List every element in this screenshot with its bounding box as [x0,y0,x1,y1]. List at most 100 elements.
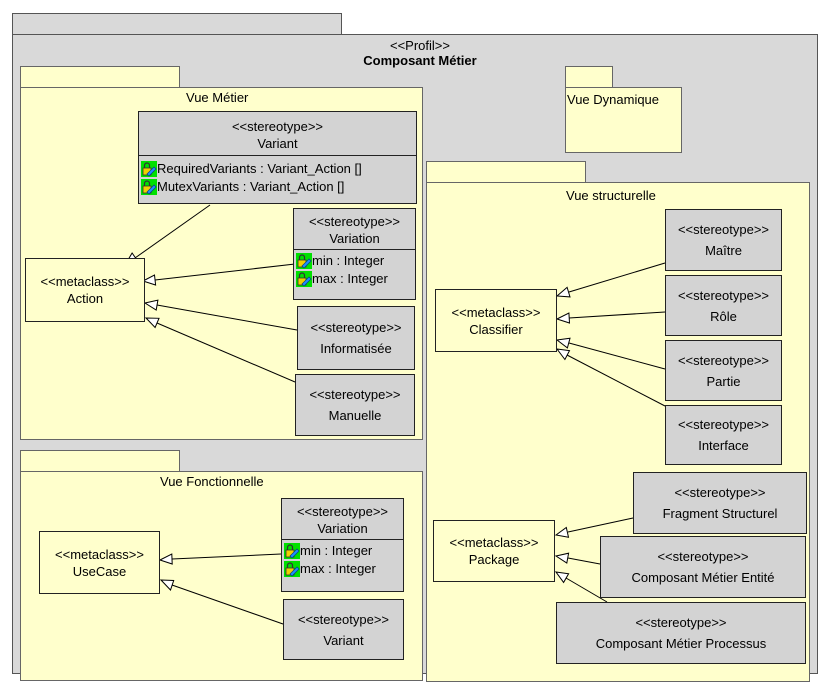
attribute-text: RequiredVariants : Variant_Action [] [157,161,362,176]
vue-dynamique-package[interactable] [565,87,682,153]
generalization-arrowhead [554,526,570,538]
generalization-arrowhead [158,553,173,565]
generalization-arrowhead [143,299,159,311]
action-metaclass-stereotype: <<metaclass>> [40,274,130,289]
manuelle-stereotype[interactable]: <<stereotype>> Manuelle [295,374,415,436]
informatisee-stereotype[interactable]: <<stereotype>> Informatisée [297,306,415,370]
generalization-arrowhead [554,552,570,564]
attribute-lock-icon [284,561,300,577]
fragment-structurel-name: Fragment Structurel [662,506,778,521]
vue-dynamique-package-tab[interactable] [565,66,613,88]
package-metaclass-name: Package [468,552,520,567]
attribute-row[interactable]: max : Integer [296,270,415,288]
usecase-metaclass-name: UseCase [72,563,127,579]
fragment-structurel-stereotype[interactable]: <<stereotype>> Fragment Structurel [633,472,807,534]
attribute-lock-icon [284,543,300,559]
variation-attributes: min : Integer max : Integer [294,250,415,288]
vue-dynamique-title: Vue Dynamique [567,92,660,107]
composant-processus-stereotype[interactable]: <<stereotype>> Composant Métier Processu… [556,602,806,664]
attribute-lock-icon [296,253,312,269]
role-stereotype[interactable]: <<stereotype>> Rôle [665,275,782,336]
partie-stereotype-label: <<stereotype>> [677,352,770,368]
interface-name: Interface [698,438,749,453]
attribute-row[interactable]: min : Integer [296,252,415,270]
generalization-arrowhead [159,579,175,591]
composant-entite-stereotype-label: <<stereotype>> [657,549,749,564]
variation-name: Variation [329,231,380,246]
role-name: Rôle [710,308,737,324]
generalization-arrowhead [555,286,571,298]
usecase-metaclass[interactable]: <<metaclass>> UseCase [39,531,160,594]
profile-stereotype: <<Profil>> [390,38,450,53]
fonctionnelle-variant-stereotype-label: <<stereotype>> [297,611,390,627]
fonctionnelle-variation-header: <<stereotype>> Variation [282,503,403,540]
vue-fonctionnelle-title: Vue Fonctionnelle [160,474,264,489]
attribute-text: min : Integer [312,253,385,268]
generalization-arrowhead [144,317,160,329]
attribute-row[interactable]: MutexVariants : Variant_Action [] [141,178,416,196]
action-metaclass-name: Action [66,291,104,306]
attribute-lock-icon [141,161,157,177]
maitre-stereotype-label: <<stereotype>> [677,222,770,237]
vue-structurelle-package-tab[interactable] [426,161,586,183]
vue-fonctionnelle-package-tab[interactable] [20,450,180,472]
attribute-lock-icon [296,271,312,287]
generalization-arrowhead [555,337,571,349]
attribute-text: min : Integer [300,543,373,558]
classifier-metaclass-stereotype: <<metaclass>> [451,304,541,320]
fonctionnelle-variation-stereotype-label: <<stereotype>> [296,504,389,519]
interface-stereotype-label: <<stereotype>> [677,417,770,432]
fonctionnelle-variation-stereotype[interactable]: <<stereotype>> Variation min : Integer m… [281,498,404,592]
attribute-lock-icon [141,179,157,195]
maitre-stereotype[interactable]: <<stereotype>> Maître [665,209,782,271]
usecase-metaclass-stereotype: <<metaclass>> [55,546,144,562]
variant-stereotype-label: <<stereotype>> [231,119,324,134]
interface-stereotype[interactable]: <<stereotype>> Interface [665,405,782,465]
attribute-row[interactable]: min : Integer [284,542,403,560]
informatisee-stereotype-label: <<stereotype>> [310,320,402,335]
package-metaclass-stereotype: <<metaclass>> [449,535,539,550]
variant-attributes: RequiredVariants : Variant_Action [] Mut… [139,156,416,196]
generalization-arrowhead [554,571,570,584]
manuelle-stereotype-label: <<stereotype>> [309,387,401,402]
profile-header: <<Profil>> Composant Métier [200,38,640,68]
action-metaclass[interactable]: <<metaclass>> Action [25,258,145,322]
attribute-row[interactable]: max : Integer [284,560,403,578]
partie-stereotype[interactable]: <<stereotype>> Partie [665,340,782,401]
variant-stereotype[interactable]: <<stereotype>> Variant RequiredVariants … [138,111,417,204]
role-stereotype-label: <<stereotype>> [677,287,770,303]
fonctionnelle-variation-attributes: min : Integer max : Integer [282,540,403,578]
attribute-text: MutexVariants : Variant_Action [] [157,179,345,194]
fonctionnelle-variant-stereotype[interactable]: <<stereotype>> Variant [283,599,404,660]
classifier-metaclass[interactable]: <<metaclass>> Classifier [435,289,557,352]
attribute-text: max : Integer [300,561,376,576]
attribute-row[interactable]: RequiredVariants : Variant_Action [] [141,160,416,178]
manuelle-name: Manuelle [328,408,382,423]
vue-structurelle-title: Vue structurelle [566,188,656,203]
classifier-metaclass-name: Classifier [469,321,523,337]
composant-processus-name: Composant Métier Processus [595,636,767,651]
composant-processus-stereotype-label: <<stereotype>> [635,615,727,630]
vue-metier-package-tab[interactable] [20,66,180,88]
variation-stereotype[interactable]: <<stereotype>> Variation min : Integer m… [293,208,416,300]
package-metaclass[interactable]: <<metaclass>> Package [433,520,555,582]
variation-stereotype-label: <<stereotype>> [308,214,401,229]
fragment-structurel-stereotype-label: <<stereotype>> [674,485,766,500]
generalization-arrowhead [555,348,571,361]
generalization-arrowhead [555,312,571,324]
profile-package-tab[interactable] [12,13,342,35]
variation-header: <<stereotype>> Variation [294,213,415,250]
partie-name: Partie [706,373,741,389]
profile-title: Composant Métier [363,53,477,68]
composant-entite-name: Composant Métier Entité [631,570,775,585]
variant-header: <<stereotype>> Variant [139,118,416,156]
vue-metier-title: Vue Métier [186,90,249,105]
maitre-name: Maître [705,243,742,258]
fonctionnelle-variation-name: Variation [317,521,368,536]
generalization-arrowhead [141,274,157,286]
attribute-text: max : Integer [312,271,388,286]
informatisee-name: Informatisée [320,341,392,356]
variant-name: Variant [257,136,298,151]
fonctionnelle-variant-name: Variant [323,632,364,648]
composant-entite-stereotype[interactable]: <<stereotype>> Composant Métier Entité [600,536,806,598]
